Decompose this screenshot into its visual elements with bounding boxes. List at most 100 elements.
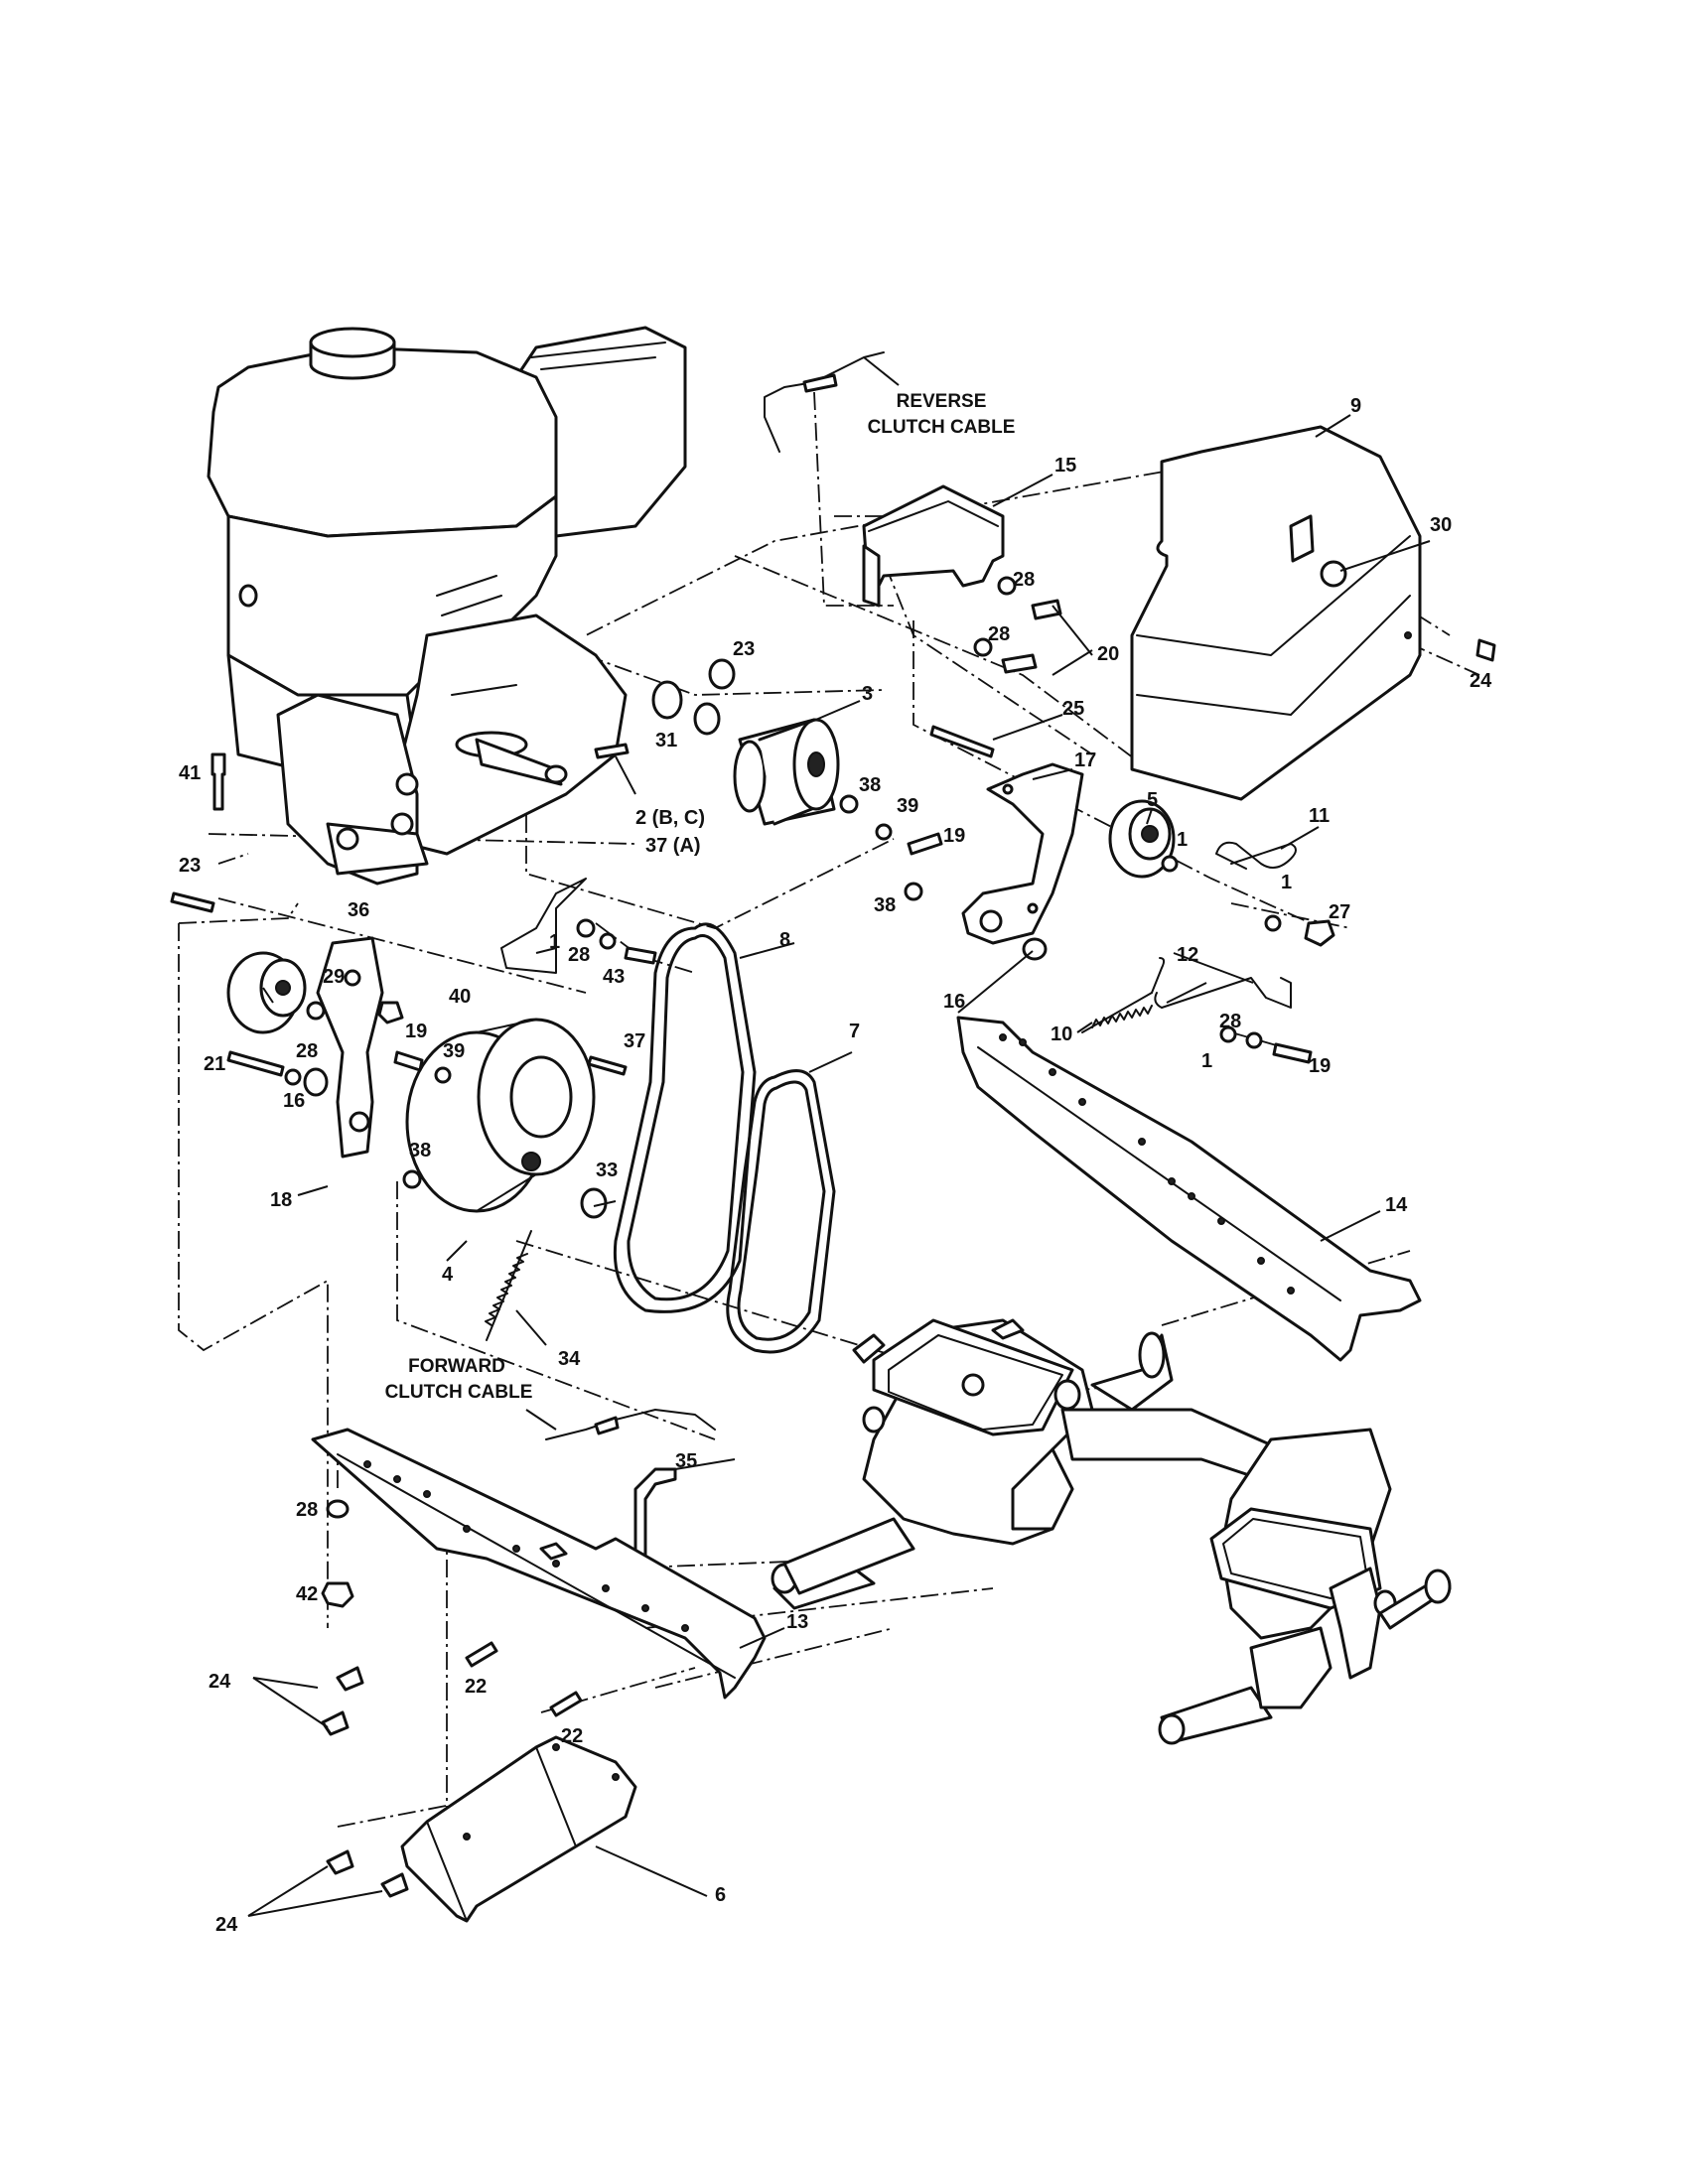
bolt-21 bbox=[226, 1050, 285, 1077]
callout-29: 29 bbox=[323, 966, 345, 988]
washer-38 bbox=[839, 794, 859, 814]
washer-23 bbox=[708, 658, 736, 690]
shield-6 bbox=[400, 1735, 637, 1923]
callout-1-b: 1 bbox=[1281, 872, 1292, 893]
callout-42: 42 bbox=[296, 1583, 318, 1605]
washer-28-upper bbox=[997, 576, 1017, 596]
callout-37a: 37 (A) bbox=[645, 835, 701, 857]
washer-39 bbox=[875, 823, 893, 841]
callout-labels: 9 30 15 28 28 20 24 23 3 31 25 17 38 39 … bbox=[179, 395, 1492, 1936]
callout-28-bottom: 28 bbox=[296, 1499, 318, 1521]
callout-8: 8 bbox=[779, 929, 790, 951]
callout-4: 4 bbox=[442, 1264, 454, 1286]
bolt-25 bbox=[929, 725, 995, 758]
callout-31: 31 bbox=[655, 730, 677, 751]
callout-39-upper: 39 bbox=[897, 795, 918, 817]
callout-24-left: 24 bbox=[209, 1671, 231, 1693]
callout-12: 12 bbox=[1177, 944, 1198, 966]
spring-34 bbox=[485, 1230, 532, 1341]
callout-43: 43 bbox=[603, 966, 625, 988]
callout-16-right: 16 bbox=[943, 991, 965, 1013]
cable-bracket bbox=[862, 484, 1005, 608]
callout-22-b: 22 bbox=[561, 1725, 583, 1747]
callout-38-upper: 38 bbox=[859, 774, 881, 796]
spring-rod-12 bbox=[1154, 977, 1292, 1009]
callout-40: 40 bbox=[449, 986, 471, 1008]
washer-1-c bbox=[1219, 1025, 1237, 1043]
idler-bracket-17 bbox=[961, 762, 1084, 945]
frame-rail-14 bbox=[956, 1016, 1422, 1362]
hardware-fasteners bbox=[170, 576, 1496, 1898]
washer-28-bottom bbox=[326, 1499, 350, 1519]
bolt-22-a bbox=[465, 1641, 498, 1668]
callout-24-bottom: 24 bbox=[215, 1914, 238, 1936]
callout-33: 33 bbox=[596, 1160, 618, 1181]
bolt-24-right bbox=[1475, 638, 1496, 662]
pulley-5 bbox=[1108, 799, 1176, 879]
callout-16-left: 16 bbox=[283, 1090, 305, 1112]
washer-28-mid bbox=[576, 918, 596, 938]
bolt-24-c bbox=[326, 1849, 354, 1875]
bolt-41 bbox=[210, 752, 226, 811]
callout-20: 20 bbox=[1097, 643, 1119, 665]
reverse-cable-label-2: CLUTCH CABLE bbox=[868, 417, 1016, 438]
callout-6: 6 bbox=[715, 1884, 726, 1906]
callout-14: 14 bbox=[1385, 1194, 1408, 1216]
key-37 bbox=[587, 1055, 628, 1076]
bolt-24-a bbox=[336, 1666, 364, 1692]
washer-1-a bbox=[1161, 855, 1179, 873]
callout-15: 15 bbox=[1054, 455, 1076, 477]
callout-37: 37 bbox=[624, 1030, 645, 1052]
bolt-24-d bbox=[380, 1872, 409, 1898]
bolt-22-b bbox=[549, 1691, 583, 1717]
callout-11: 11 bbox=[1309, 805, 1330, 827]
spring-rod-11 bbox=[1215, 841, 1297, 870]
callout-36: 36 bbox=[348, 899, 369, 921]
transmission-assembly bbox=[771, 1318, 1452, 1745]
drive-pulley-4 bbox=[405, 1018, 596, 1213]
clutch-rod-40 bbox=[500, 878, 587, 974]
callout-22-a: 22 bbox=[465, 1676, 487, 1698]
bolt-43 bbox=[624, 946, 657, 965]
belt-cover bbox=[1130, 425, 1422, 801]
bolt-19-left bbox=[393, 1050, 424, 1072]
callout-10: 10 bbox=[1051, 1024, 1072, 1045]
callout-7: 7 bbox=[849, 1021, 860, 1042]
callout-5: 5 bbox=[1147, 789, 1158, 811]
forward-cable-label-1: FORWARD bbox=[408, 1356, 505, 1377]
callout-19-upper: 19 bbox=[943, 825, 965, 847]
callout-38-mid: 38 bbox=[874, 894, 896, 916]
callout-1-c: 1 bbox=[1201, 1050, 1212, 1072]
callout-28-left: 28 bbox=[296, 1040, 318, 1062]
callout-1-a: 1 bbox=[1177, 829, 1188, 851]
washer-38-left bbox=[402, 1169, 422, 1189]
bolt-24-b bbox=[321, 1710, 350, 1736]
washer-33 bbox=[580, 1187, 608, 1219]
washer-39-left bbox=[434, 1066, 452, 1084]
callout-27: 27 bbox=[1329, 901, 1350, 923]
bolt-23-left bbox=[170, 891, 215, 913]
key-2 bbox=[594, 743, 630, 759]
callout-34: 34 bbox=[558, 1348, 581, 1370]
engine-assembly bbox=[207, 326, 687, 886]
washer-38-b bbox=[904, 882, 923, 901]
bolt-19 bbox=[907, 832, 943, 856]
cable-labels: REVERSE CLUTCH CABLE FORWARD CLUTCH CABL… bbox=[385, 391, 1016, 1403]
washer-28-right bbox=[1245, 1031, 1263, 1049]
callout-3: 3 bbox=[862, 683, 873, 705]
callout-41: 41 bbox=[179, 762, 201, 784]
washer-28-left bbox=[284, 1068, 302, 1086]
washer-29 bbox=[306, 1001, 326, 1021]
callout-21: 21 bbox=[204, 1053, 225, 1075]
callout-9: 9 bbox=[1350, 395, 1361, 417]
nut-27 bbox=[1304, 919, 1335, 947]
callout-35: 35 bbox=[675, 1450, 697, 1472]
callout-2: 2 (B, C) bbox=[635, 807, 705, 829]
bushing-31b bbox=[693, 702, 721, 736]
washer-43-a bbox=[599, 932, 617, 950]
callout-25: 25 bbox=[1062, 698, 1084, 720]
callout-1-d: 1 bbox=[549, 931, 560, 953]
washer-1-b bbox=[1264, 914, 1282, 932]
callout-38-left: 38 bbox=[409, 1140, 431, 1161]
